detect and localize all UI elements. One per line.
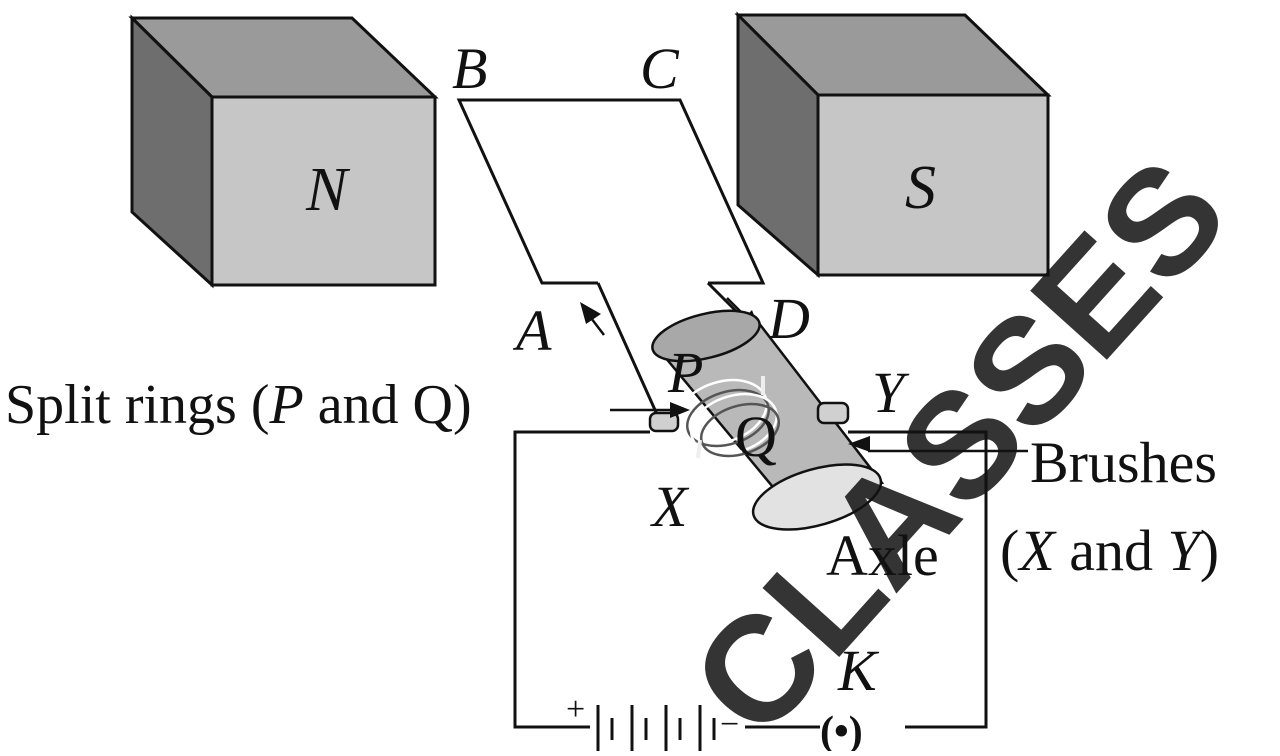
axle-front-end	[751, 463, 883, 531]
key-label: K	[837, 638, 880, 703]
coil-lead-a	[596, 282, 666, 431]
brush-y	[816, 401, 850, 425]
split-ring-q: Q	[735, 404, 777, 469]
circuit-wires	[513, 430, 988, 729]
south-magnet: S	[734, 11, 1052, 279]
axle-assembly	[651, 309, 885, 531]
battery-minus: −	[720, 706, 739, 743]
key-symbol: (•)	[820, 709, 863, 751]
brushes-pointer	[848, 436, 1028, 453]
split-rings-label: Split rings (P and Q)	[5, 374, 472, 436]
wire-right	[848, 430, 988, 729]
axle-back-end	[651, 309, 761, 363]
split-ring-p: P	[667, 340, 703, 405]
brushes-label-line2: (X and Y)	[1000, 518, 1219, 583]
brush-y-label: Y	[872, 360, 910, 425]
north-magnet: N	[128, 14, 439, 289]
coil-loop	[456, 98, 766, 285]
north-magnet-face	[210, 95, 437, 287]
brushes-label-line1: Brushes	[1030, 430, 1217, 495]
coil-corner-a: A	[512, 298, 552, 363]
south-magnet-face	[816, 93, 1050, 277]
north-magnet-label: N	[305, 156, 351, 224]
battery	[596, 705, 716, 751]
current-arrow-a	[580, 302, 605, 336]
coil-corner-d: D	[767, 286, 810, 351]
coil-corner-b: B	[452, 36, 487, 101]
axle-label: Axle	[826, 523, 939, 588]
south-magnet-label: S	[905, 154, 936, 222]
brush-x-label: X	[650, 474, 690, 539]
split-rings-pointer	[610, 402, 690, 418]
battery-plus: +	[566, 691, 585, 728]
coil-corner-c: C	[640, 36, 680, 101]
wire-left	[513, 430, 650, 729]
